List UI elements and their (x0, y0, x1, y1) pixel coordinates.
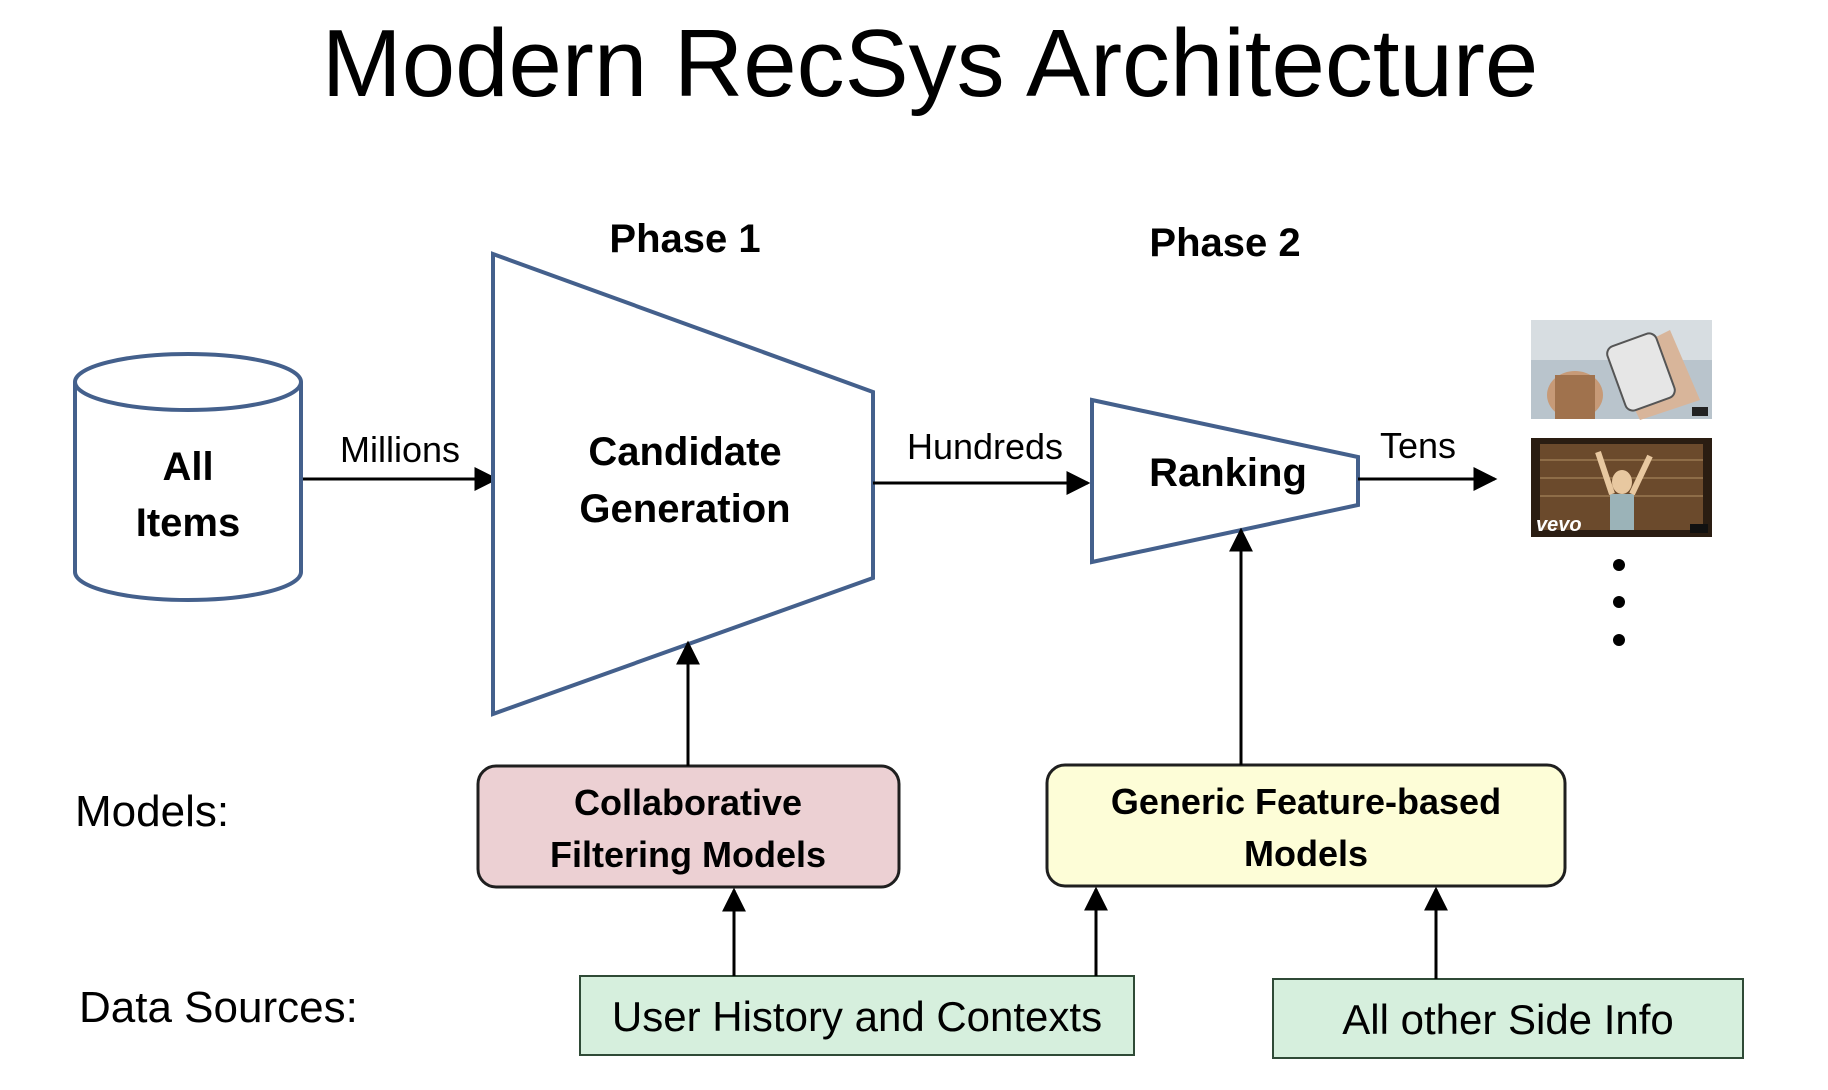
all-items-label-line1: All (162, 445, 213, 489)
candidate-generation-label-line1: Candidate (588, 430, 781, 474)
page-title: Modern RecSys Architecture (322, 10, 1539, 117)
result-thumbnail-music-video[interactable]: vevo (1531, 438, 1712, 537)
side-info-source-box: All other Side Info (1272, 978, 1744, 1059)
vevo-watermark: vevo (1536, 514, 1582, 536)
collaborative-filtering-label-line2: Filtering Models (550, 834, 826, 875)
user-history-label: User History and Contexts (612, 993, 1102, 1040)
result-thumbnail-phone[interactable] (1531, 320, 1712, 420)
user-history-source-box: User History and Contexts (579, 975, 1135, 1056)
tens-label: Tens (1380, 425, 1456, 466)
all-items-label-line2: Items (136, 501, 241, 545)
phase-1-label: Phase 1 (609, 217, 760, 261)
millions-label: Millions (340, 429, 460, 470)
collaborative-filtering-models-box: Collaborative Filtering Models (476, 764, 901, 889)
ranking-label: Ranking (1149, 451, 1307, 495)
phase-2-label: Phase 2 (1149, 221, 1300, 265)
collaborative-filtering-label-line1: Collaborative (574, 782, 802, 823)
side-info-label: All other Side Info (1342, 996, 1674, 1043)
candidate-generation-label-line2: Generation (579, 487, 790, 531)
hundreds-label: Hundreds (907, 426, 1063, 467)
all-items-cylinder: All Items (73, 352, 303, 602)
generic-feature-label-line2: Models (1244, 833, 1368, 874)
generic-feature-label-line1: Generic Feature-based (1111, 781, 1501, 822)
data-sources-row-label: Data Sources: (79, 983, 358, 1032)
candidate-generation-funnel: Candidate Generation (491, 251, 875, 717)
more-results-ellipsis (1613, 559, 1625, 646)
models-row-label: Models: (75, 787, 229, 836)
ranking-funnel: Ranking (1090, 397, 1360, 565)
generic-feature-models-box: Generic Feature-based Models (1045, 763, 1567, 888)
